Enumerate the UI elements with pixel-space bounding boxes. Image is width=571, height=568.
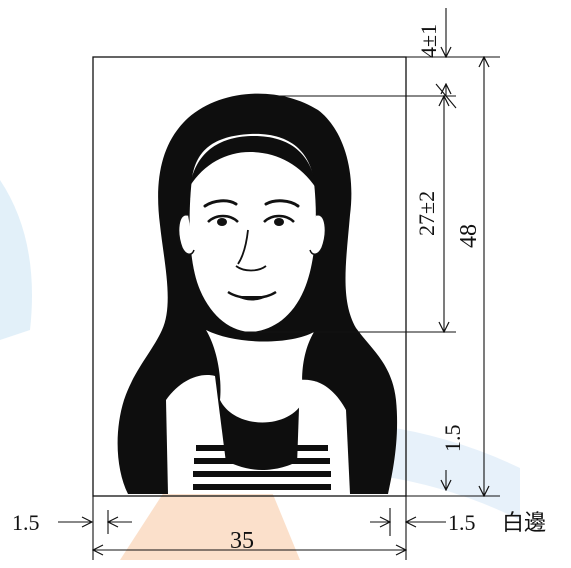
right-border-label: 1.5 [448,510,476,535]
bottom-margin-label: 1.5 [440,425,465,453]
white-border-label: 白邊 [502,511,546,536]
striped-top [192,430,331,494]
dimension-lines [58,8,500,560]
portrait-illustration [117,93,398,495]
photo-height-label: 48 [456,224,482,248]
photo-frame [92,56,407,497]
left-border-label: 1.5 [12,510,40,535]
photo-width-label: 35 [230,528,254,554]
top-margin-label: 4±1 [416,24,441,58]
face-height-label: 27±2 [414,191,439,236]
